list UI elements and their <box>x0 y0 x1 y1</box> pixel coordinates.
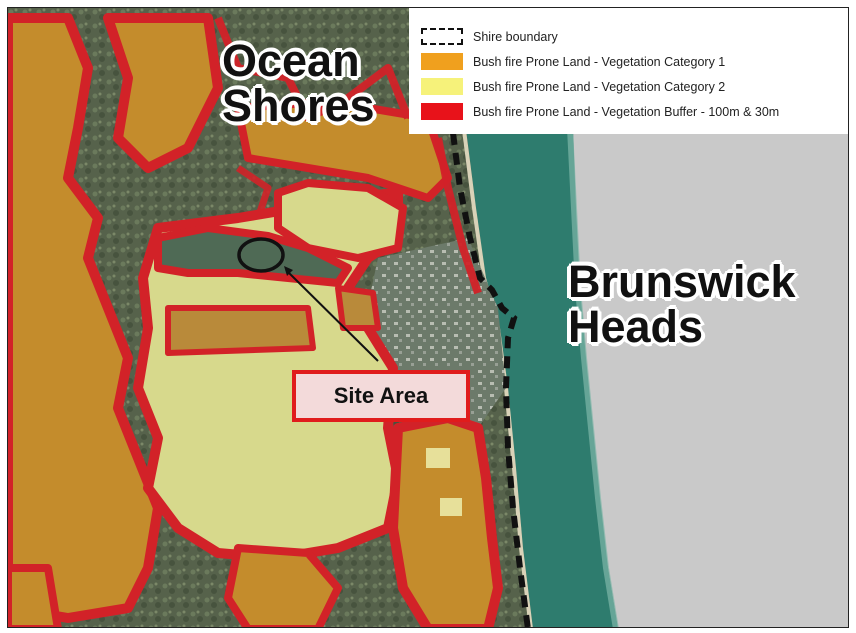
grey-area <box>568 128 848 627</box>
site-area-label: Site Area <box>333 383 429 408</box>
town-label-line: Heads <box>568 301 704 352</box>
cat1-inner-patch <box>335 285 381 331</box>
cat2-southeast-plot <box>426 448 450 468</box>
legend-label: Bush fire Prone Land - Vegetation Catego… <box>473 54 726 69</box>
town-label-line: Brunswick <box>568 256 796 307</box>
town-label-brunswick-heads: Brunswick Heads <box>568 259 796 349</box>
legend-swatch-buffer <box>421 103 463 120</box>
ocean-strip <box>466 128 618 627</box>
cat1-inner-block <box>165 305 316 356</box>
callout-arrowhead <box>284 266 293 276</box>
buffer-ribbon-3 <box>236 165 272 220</box>
map-legend: Shire boundary Bush fire Prone Land - Ve… <box>409 8 848 134</box>
site-area-callout: Site Area <box>292 370 470 422</box>
cat1-west <box>8 13 163 623</box>
town-label-line: Ocean <box>222 35 360 86</box>
legend-item: Bush fire Prone Land - Vegetation Catego… <box>421 49 848 74</box>
cat1-south <box>224 544 342 627</box>
legend-swatch-category-2 <box>421 78 463 95</box>
legend-swatch-category-1 <box>421 53 463 70</box>
cat2-north <box>274 179 407 262</box>
cat1-northwest <box>103 13 223 173</box>
cat1-southeast <box>388 413 503 627</box>
legend-item: Shire boundary <box>421 24 848 49</box>
town-label-ocean-shores: Ocean Shores <box>222 38 375 128</box>
buffer-ribbon-1 <box>214 16 412 122</box>
buffer-ribbon-2 <box>434 137 482 295</box>
map-frame: Ocean Shores Brunswick Heads Shire bound… <box>7 7 849 628</box>
wetland-channel <box>154 224 352 287</box>
legend-swatch-dashed <box>421 28 463 45</box>
legend-item: Bush fire Prone Land - Vegetation Buffer… <box>421 99 848 124</box>
legend-label: Bush fire Prone Land - Vegetation Buffer… <box>473 104 780 119</box>
legend-label: Bush fire Prone Land - Vegetation Catego… <box>473 79 726 94</box>
town-label-line: Shores <box>222 80 375 131</box>
cat2-southeast-plot-2 <box>440 498 462 516</box>
surf-line <box>567 127 619 627</box>
cat1-southwest-small <box>8 564 62 627</box>
site-circle <box>237 237 285 273</box>
legend-label: Shire boundary <box>473 29 558 44</box>
callout-arrow-line <box>285 269 379 362</box>
legend-item: Bush fire Prone Land - Vegetation Catego… <box>421 74 848 99</box>
shire-boundary-line <box>450 132 531 627</box>
